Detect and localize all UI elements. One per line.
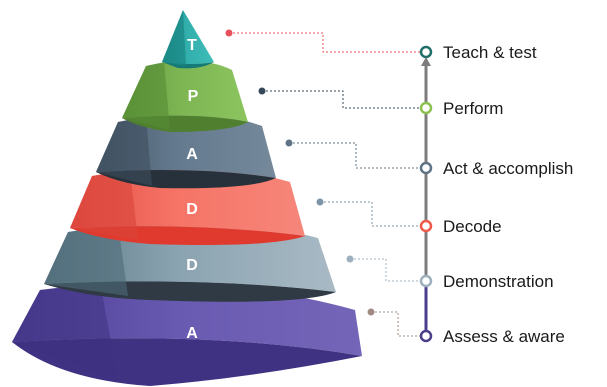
leader-dot-assess: [367, 308, 375, 316]
layer-letter-t: T: [187, 37, 197, 54]
label-demonstration: Demonstration: [443, 272, 554, 291]
axis-node-perform: [419, 101, 433, 115]
pyramid-layer-perform: [122, 60, 248, 132]
axis-node-act: [419, 161, 433, 175]
leader-line-assess: [371, 311, 420, 337]
axis-node-demonstration: [419, 274, 433, 288]
leader-dot-teach: [225, 29, 233, 37]
leader-dot-act: [285, 139, 293, 147]
axis-node-teach: [419, 45, 433, 59]
pyramid-layer-teach: [162, 10, 214, 69]
pyramid-layer-assess: [12, 282, 362, 386]
layer-letter-a-assess: A: [186, 325, 198, 342]
leader-line-perform: [262, 90, 420, 109]
layer-letter-d-demo: D: [186, 257, 198, 274]
pyramid-layer-act: [96, 113, 276, 189]
label-teach-test: Teach & test: [443, 43, 537, 62]
leader-line-teach: [229, 32, 420, 53]
label-decode: Decode: [443, 217, 502, 236]
label-perform: Perform: [443, 99, 504, 118]
arrow-up-icon: [421, 57, 431, 66]
leader-line-decode: [320, 201, 420, 227]
axis-node-assess: [419, 329, 433, 343]
leader-line-demonstration: [350, 258, 420, 282]
label-act-accomplish: Act & accomplish: [443, 159, 574, 178]
axis-node-decode: [419, 219, 433, 233]
leader-dot-perform: [258, 87, 266, 95]
leader-line-act: [289, 142, 420, 169]
layer-letter-d-decode: D: [186, 201, 198, 218]
layer-letter-a-act: A: [186, 146, 198, 163]
label-assess-aware: Assess & aware: [443, 327, 565, 346]
layer-letter-p: P: [188, 88, 199, 105]
leader-dot-demonstration: [346, 255, 354, 263]
leader-dot-decode: [316, 198, 324, 206]
